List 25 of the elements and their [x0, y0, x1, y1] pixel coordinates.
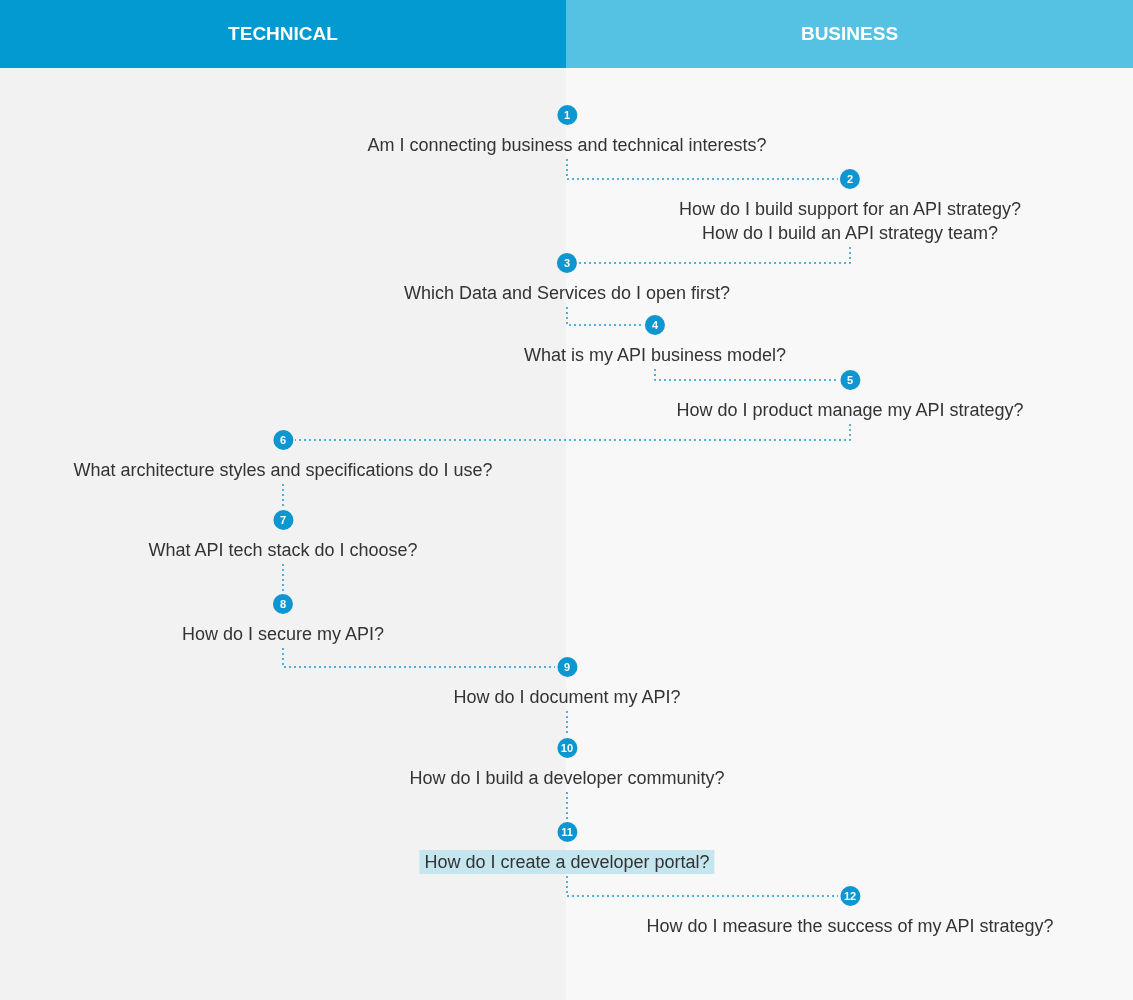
column-header: TECHNICAL	[0, 0, 566, 68]
question-text: How do I secure my API?	[180, 623, 386, 646]
question-text: How do I create a developer portal?	[419, 850, 715, 874]
dotted-connector	[566, 158, 839, 180]
dotted-connector	[566, 306, 644, 326]
dotted-connector	[282, 563, 284, 593]
dotted-connector	[578, 246, 851, 264]
question-text: What API tech stack do I choose?	[147, 539, 419, 562]
question-text: How do I build support for an API strategy?	[677, 198, 1023, 221]
dotted-connector	[566, 875, 839, 897]
dotted-connector	[654, 368, 839, 381]
question-text: How do I product manage my API strategy?	[675, 399, 1025, 422]
question-text: How do I document my API?	[452, 686, 682, 709]
dotted-connector	[282, 483, 284, 509]
question-text: Which Data and Services do I open first?	[402, 282, 732, 305]
question-text: How do I build a developer community?	[408, 767, 726, 790]
dotted-connector	[282, 647, 556, 668]
question-text: What is my API business model?	[522, 344, 788, 367]
question-text: What architecture styles and specifications do I use?	[72, 459, 494, 482]
dotted-connector	[294, 423, 851, 441]
question-text: Am I connecting business and technical interests?	[366, 134, 768, 157]
question-text: How do I build an API strategy team?	[700, 222, 1000, 245]
dotted-connector	[566, 791, 568, 821]
question-text: How do I measure the success of my API strategy?	[645, 915, 1055, 938]
column-header: BUSINESS	[566, 0, 1133, 68]
